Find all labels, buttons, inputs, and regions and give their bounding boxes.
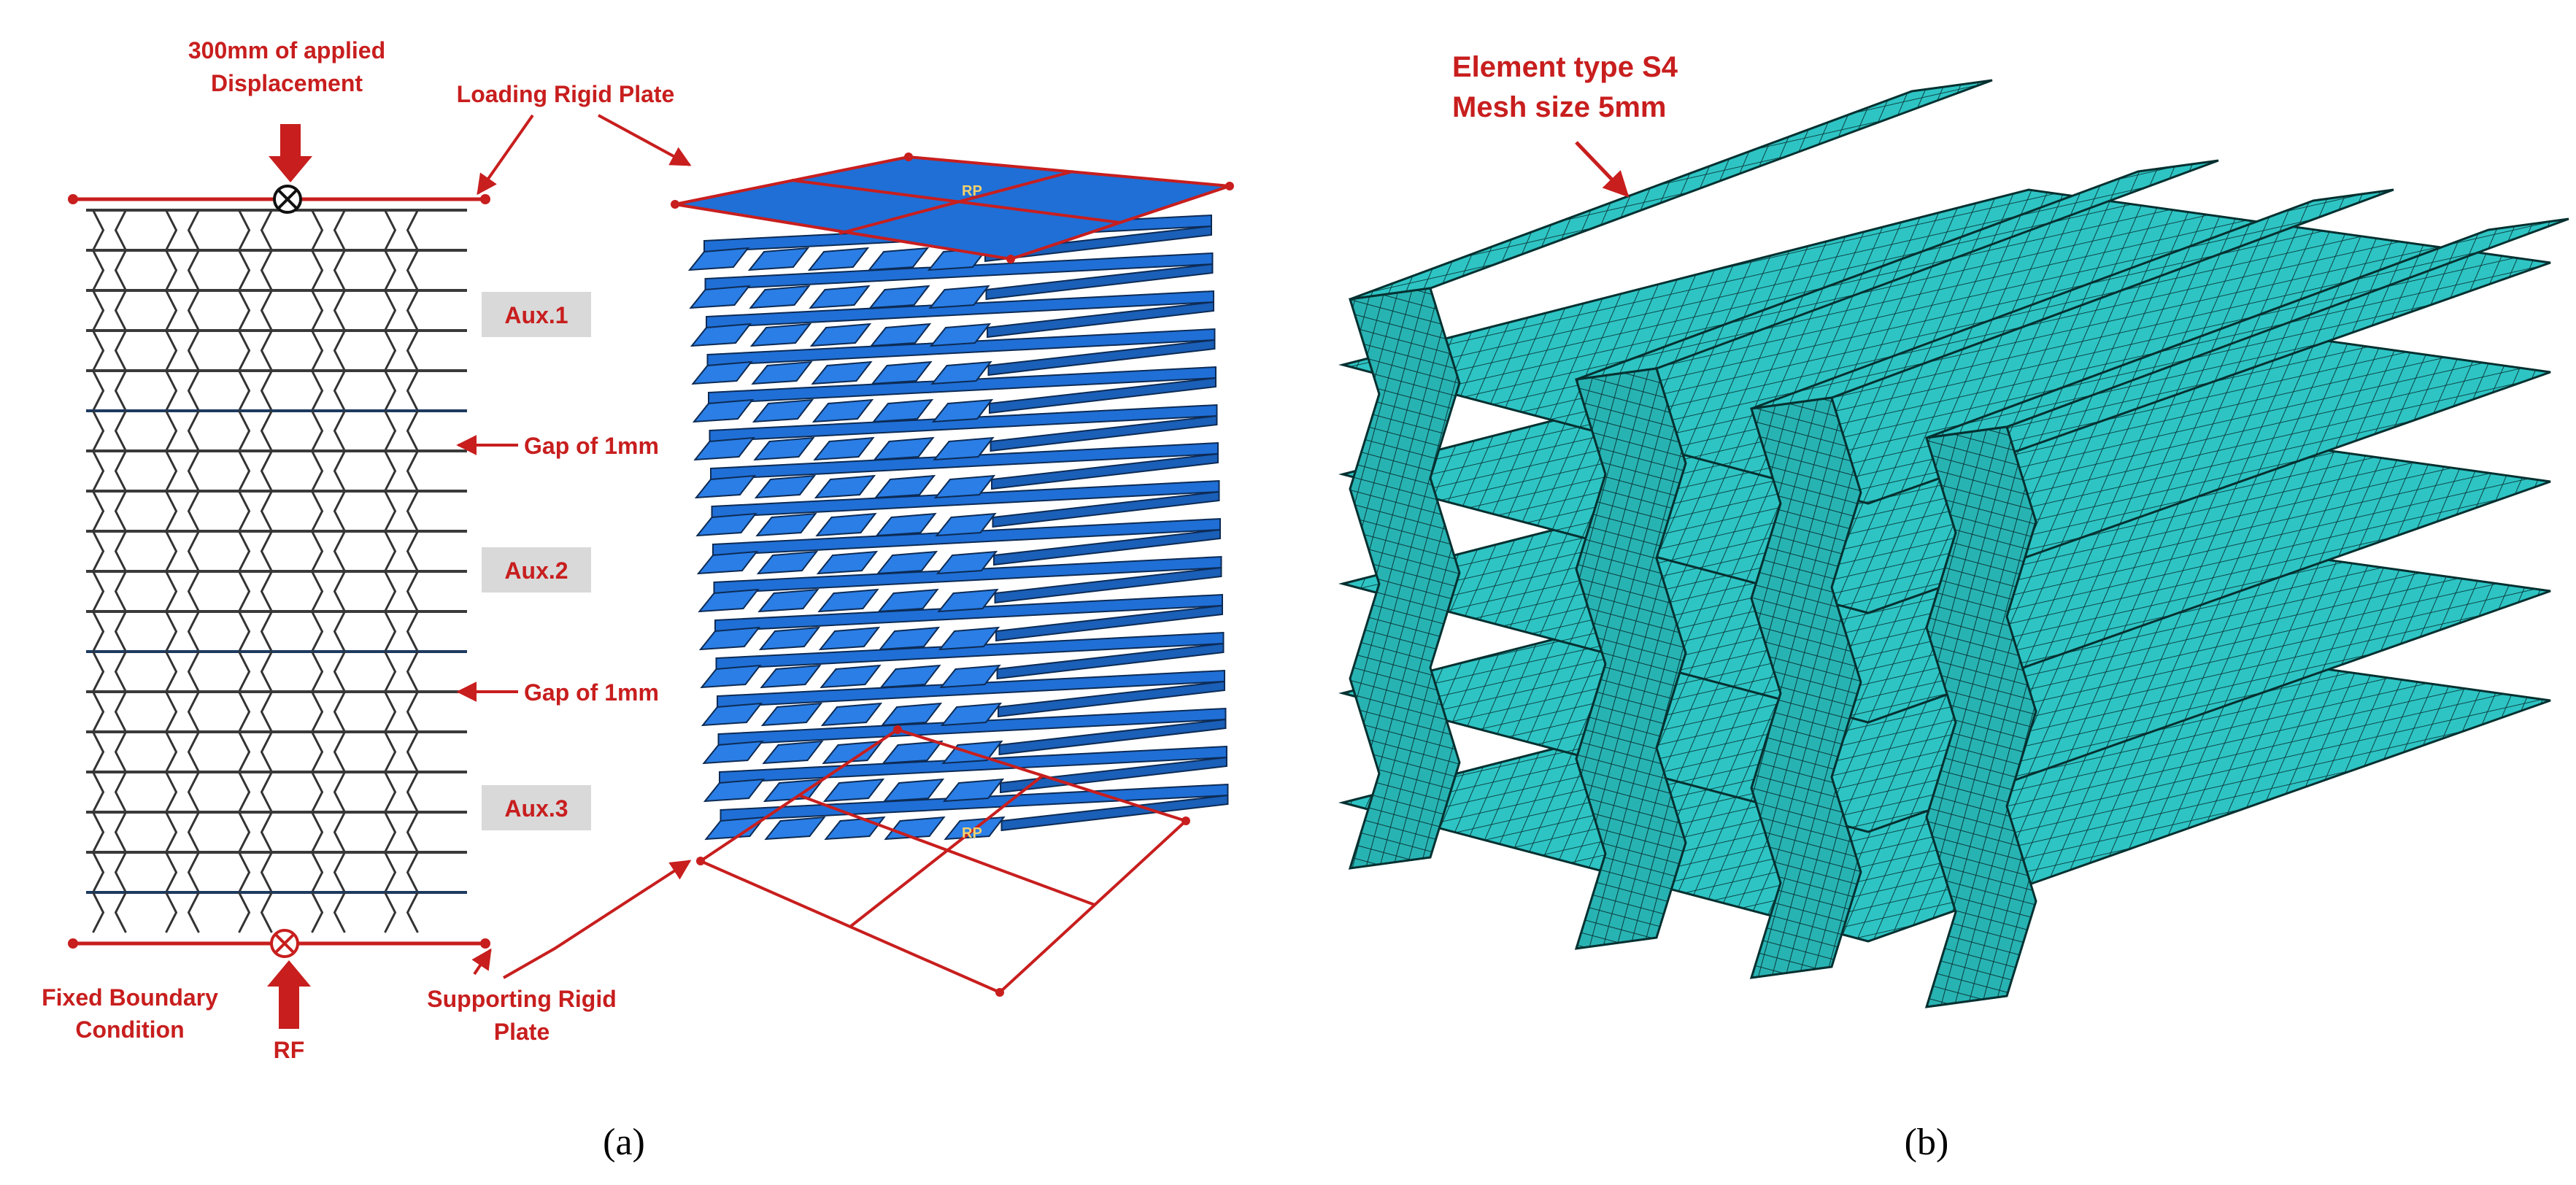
supporting-plate-label-2: Plate	[494, 1019, 549, 1045]
panel-b: Element type S4 Mesh size 5mm (b)	[1299, 0, 2576, 1185]
loading-rigid-plate-3d: RP	[671, 153, 1234, 263]
caption-b: (b)	[1905, 1122, 1949, 1163]
supporting-plate-label-1: Supporting Rigid	[427, 986, 617, 1012]
aux3-label: Aux.3	[504, 795, 568, 822]
rp-bottom-label: RP	[962, 825, 982, 841]
element-type-label: Element type S4	[1452, 51, 1678, 83]
panel-a: 300mm of applied Displacement Loading Ri…	[42, 37, 1234, 1163]
supporting-rigid-plate-3d: RP	[696, 725, 1190, 997]
aux2-box	[482, 547, 591, 592]
rp-top-label: RP	[962, 183, 982, 199]
reference-point-top-icon	[273, 185, 302, 214]
mesh-label-arrow	[1575, 141, 1630, 198]
loading-plate-leader-right	[598, 114, 692, 166]
2d-lattice-side-view	[86, 209, 467, 933]
mesh-size-label: Mesh size 5mm	[1452, 91, 1666, 123]
aux3-box	[482, 785, 591, 830]
displacement-arrow-icon	[269, 124, 312, 182]
loading-plate-label: Loading Rigid Plate	[457, 81, 675, 107]
loading-plate-leader-left	[477, 114, 534, 196]
caption-a: (a)	[603, 1122, 645, 1163]
supporting-plate-leader	[503, 860, 692, 979]
fixed-bc-label-1: Fixed Boundary	[42, 984, 218, 1011]
aux2-label: Aux.2	[504, 557, 568, 584]
rf-label: RF	[274, 1037, 305, 1063]
supporting-plate-leader-short	[471, 948, 492, 976]
gap-upper-label: Gap of 1mm	[524, 433, 659, 459]
reaction-force-arrow-icon	[267, 960, 311, 1029]
panel-b-figure: Element type S4 Mesh size 5mm (b)	[1338, 51, 2569, 1163]
3d-mesh-model	[1338, 79, 2569, 1008]
aux1-box	[482, 292, 591, 337]
reference-point-bottom-icon	[270, 929, 299, 958]
applied-displacement-label-1: 300mm of applied	[188, 37, 385, 63]
panel-a-figure: 300mm of applied Displacement Loading Ri…	[42, 37, 1234, 1163]
applied-displacement-label-2: Displacement	[211, 70, 363, 96]
fixed-bc-label-2: Condition	[75, 1016, 184, 1043]
aux1-label: Aux.1	[504, 302, 568, 328]
3d-model-blue	[687, 214, 1229, 841]
gap-lower-label: Gap of 1mm	[524, 679, 659, 706]
